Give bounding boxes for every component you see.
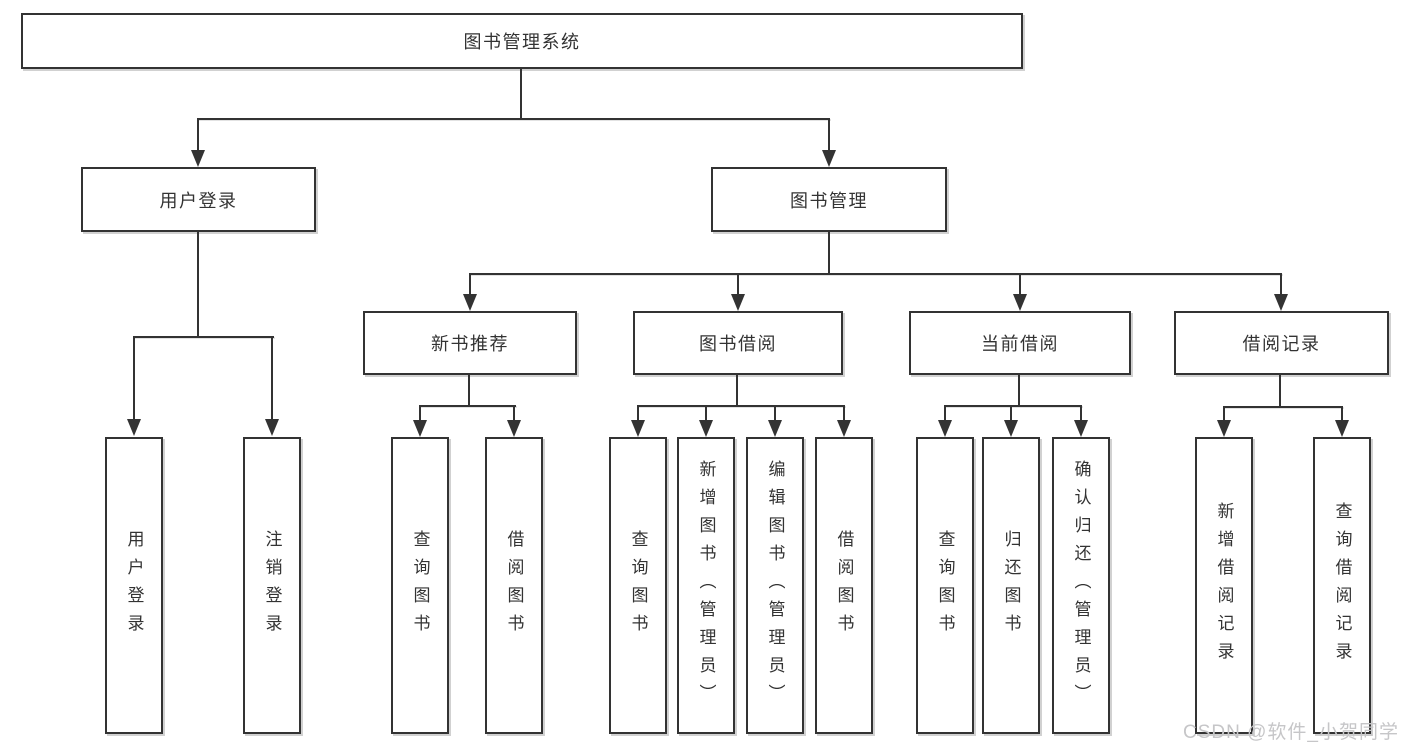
connector-drop [705,405,707,421]
leaf-label: 借阅图书 [834,529,854,642]
csdn-watermark: CSDN @软件_小贺同学 [1183,722,1399,743]
connector-drop [944,405,946,421]
arrowhead-down-icon [699,420,713,437]
node-label: 用户登录 [159,190,238,211]
connector-stem-book-management [828,232,830,273]
connector-drop [1280,273,1282,296]
connector-drop [843,405,845,421]
leaf-label: 编辑图书（管理员） [765,459,785,712]
arrowhead-down-icon [413,420,427,437]
arrowhead-down-icon [1335,420,1349,437]
connector-stem-user-login [197,232,199,336]
connector-bar [1223,406,1343,408]
arrowhead-down-icon [938,420,952,437]
arrowhead-down-icon [265,419,279,436]
leaf-label: 确认归还（管理员） [1071,459,1091,712]
node-user-login: 用户登录 [81,167,316,232]
arrowhead-down-icon [127,419,141,436]
leaf-label: 查询借阅记录 [1332,501,1352,670]
connector-bar [637,405,845,407]
arrowhead-down-icon [631,420,645,437]
arrowhead-down-icon [1274,294,1288,311]
arrowhead-down-icon [1217,420,1231,437]
connector-drop [1010,405,1012,421]
connector-drop [774,405,776,421]
node-label: 图书管理 [790,190,868,211]
leaf-label: 查询图书 [410,529,430,642]
arrowhead-down-icon [463,294,477,311]
connector-stem [1279,375,1281,407]
arrowhead-down-icon [731,294,745,311]
node-book-borrow: 图书借阅 [633,311,843,375]
connector-drop [637,405,639,421]
connector-stem-root [520,69,522,118]
connector-drop [737,273,739,296]
connector-drop [271,336,273,421]
leaf-logout: 注销登录 [243,437,301,734]
connector-drop [828,118,830,151]
connector-drop [133,336,135,421]
node-borrow-records: 借阅记录 [1174,311,1389,375]
node-new-book-recommend: 新书推荐 [363,311,577,375]
leaf-add-book-admin: 新增图书（管理员） [677,437,735,734]
leaf-edit-book-admin: 编辑图书（管理员） [746,437,804,734]
arrowhead-down-icon [507,420,521,437]
connector-stem [736,375,738,406]
arrowhead-down-icon [768,420,782,437]
leaf-query-books-borrow: 查询图书 [609,437,667,734]
arrowhead-down-icon [837,420,851,437]
leaf-label: 注销登录 [262,529,282,642]
node-label: 新书推荐 [431,334,509,354]
node-label: 图书借阅 [699,334,777,354]
connector-stem [1018,375,1020,406]
node-label: 借阅记录 [1242,334,1321,354]
leaf-query-books-recommend: 查询图书 [391,437,449,734]
arrowhead-down-icon [1004,420,1018,437]
arrowhead-down-icon [1013,294,1027,311]
leaf-label: 新增图书（管理员） [696,459,716,712]
connector-drop [1080,405,1082,421]
leaf-label: 新增借阅记录 [1214,501,1234,670]
connector-bar [944,405,1082,407]
connector-drop [1019,273,1021,296]
arrowhead-down-icon [191,150,205,167]
connector-stem [468,375,470,406]
leaf-label: 查询图书 [628,529,648,642]
leaf-label: 借阅图书 [504,529,524,642]
leaf-borrow-books-recommend: 借阅图书 [485,437,543,734]
leaf-query-books-current: 查询图书 [916,437,974,734]
connector-drop [197,118,199,151]
leaf-add-borrow-record: 新增借阅记录 [1195,437,1253,734]
leaf-user-login: 用户登录 [105,437,163,734]
leaf-return-books: 归还图书 [982,437,1040,734]
leaf-label: 归还图书 [1001,529,1021,642]
leaf-label: 查询图书 [935,529,955,642]
leaf-borrow-books: 借阅图书 [815,437,873,734]
node-book-management-system: 图书管理系统 [21,13,1023,69]
connector-drop [419,405,421,421]
node-label: 图书管理系统 [463,32,581,52]
connector-bar-user-login [133,336,274,338]
node-label: 当前借阅 [981,334,1059,354]
connector-drop [469,273,471,296]
arrowhead-down-icon [822,150,836,167]
connector-drop [513,405,515,421]
leaf-confirm-return-admin: 确认归还（管理员） [1052,437,1110,734]
connector-drop [1341,406,1343,421]
node-book-management: 图书管理 [711,167,947,232]
leaf-query-borrow-record: 查询借阅记录 [1313,437,1371,734]
connector-drop [1223,406,1225,421]
connector-bar [419,405,516,407]
connector-bar-level3 [469,273,1282,275]
node-current-borrow: 当前借阅 [909,311,1131,375]
leaf-label: 用户登录 [124,529,144,642]
connector-bar-level2 [197,118,830,120]
arrowhead-down-icon [1074,420,1088,437]
